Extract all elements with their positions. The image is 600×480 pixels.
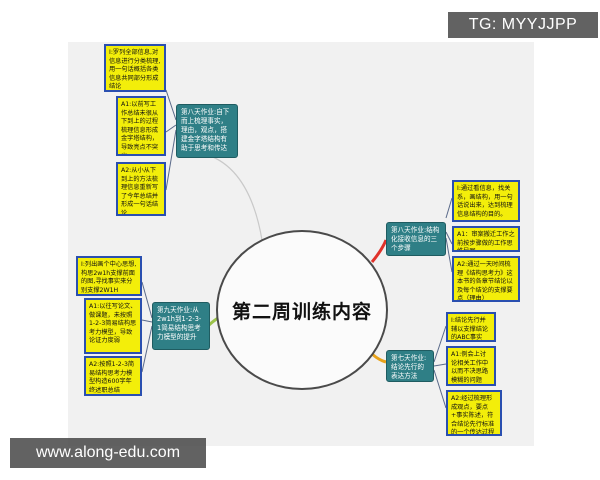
note-l9-3: A2:按照1-2-3简易结构思考力模型构造600字年终述职总结 bbox=[84, 356, 142, 396]
connector-r8 bbox=[445, 197, 453, 273]
note-tl-1: I:罗列全部信息,对信息进行分类梳理,用一句话概括各类信息共同部分形成结论 bbox=[104, 44, 166, 92]
connector-r7 bbox=[433, 325, 447, 409]
note-r8-3: A2:通过一天时间梳理《结构思考力》这本书的各章节结论以及每个结论的支撑要点（理… bbox=[452, 256, 520, 302]
watermark-url: www.along-edu.com bbox=[10, 438, 206, 468]
connector-day8-right bbox=[370, 239, 388, 263]
note-l9-1: I:列出画个中心思想,构思2w1h支撑前面的图,寻找事实来分别支撑2W1H bbox=[76, 256, 142, 296]
topic-day7[interactable]: 第七天作业:结论先行的表达方法 bbox=[386, 350, 434, 382]
topic-day8-right[interactable]: 第八天作业:结构化接收信息的三个步骤 bbox=[386, 222, 446, 256]
note-r7-2: A1:例会上讨论相关工作中以而不决思路模糊的问题 bbox=[446, 346, 496, 386]
watermark-top: TG: MYYJJPP bbox=[448, 12, 598, 38]
connector-day8-left bbox=[207, 154, 263, 241]
center-title: 第二周训练内容 bbox=[231, 300, 372, 323]
note-r8-1: I:通过看信息，找关系，画结构，用一句话说出来，达到梳理信息结构的目的。 bbox=[452, 180, 520, 222]
note-r7-3: A2:经过梳理形成观点，要点+事实陈述，符合结论先行标准的一个传达过程 bbox=[446, 390, 502, 436]
connector-l9 bbox=[141, 281, 153, 373]
note-l9-2: A1:以往写论文、做课题，未按照1-2-3简易结构思考力模型，导致论证力度弱 bbox=[84, 298, 142, 354]
note-tl-2: A1:以前写工作总结未很从下到上的过程梳理信息形成金字塔结构，导致亮点不突出 bbox=[116, 96, 166, 156]
topic-day9[interactable]: 第九天作业:从2w1h到1-2-3-1简易结构思考力模型的提升 bbox=[152, 302, 210, 350]
note-r7-1: I:结论先行并辅以支撑结论的ABC事实 bbox=[446, 312, 496, 342]
note-tl-3: A2:从小从下到上的方法梳理信息重新写了今年总结并形成一句话结论 bbox=[116, 162, 166, 216]
connector-tl bbox=[165, 89, 177, 191]
note-r8-2: A1：审案搬迁工作之前按步骤做的工作思维导图 bbox=[452, 226, 520, 252]
center-topic[interactable]: 第二周训练内容 bbox=[216, 230, 388, 390]
topic-day8-left[interactable]: 第八天作业:自下而上梳理事实，理由，观点，搭建金字塔结构有助于思考和传达 bbox=[176, 104, 238, 158]
